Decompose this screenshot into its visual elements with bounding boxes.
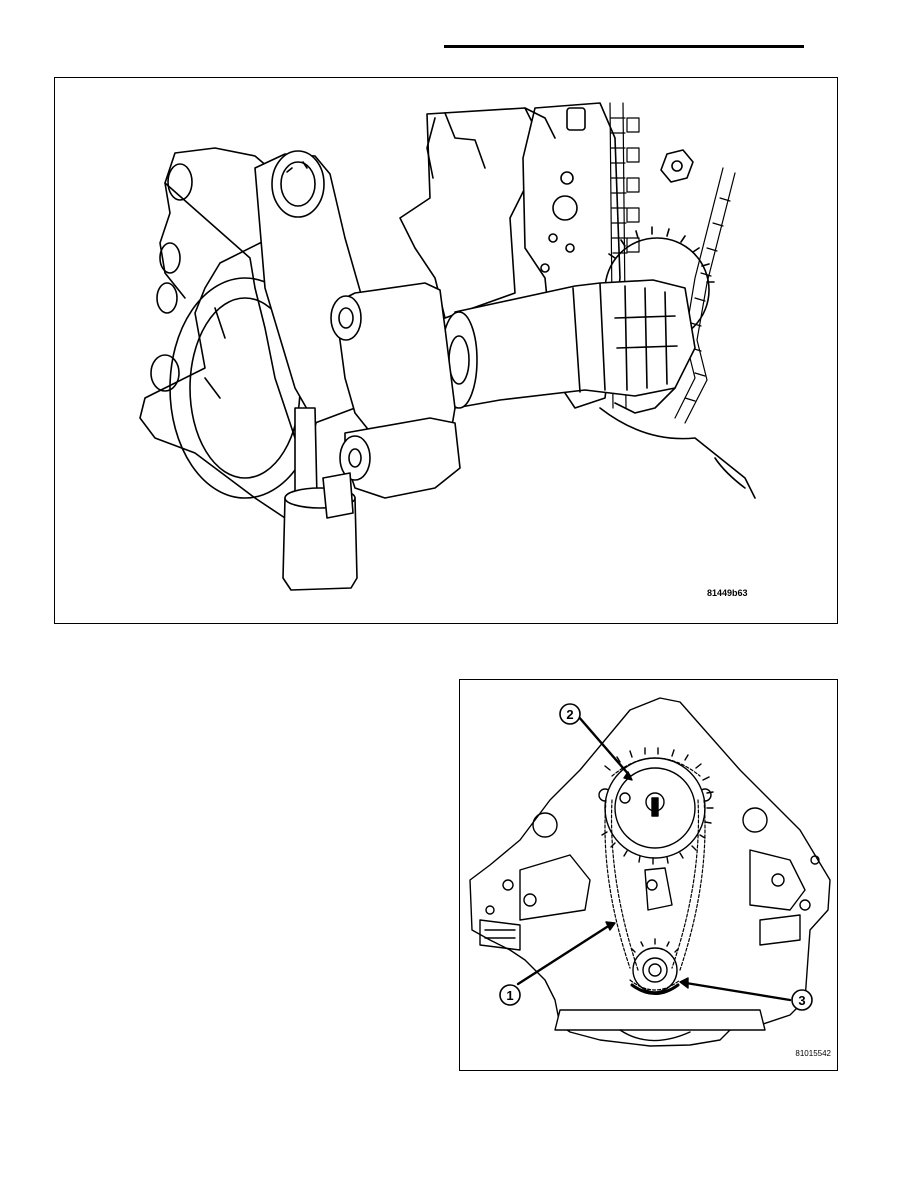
figure-1: 81449b63 bbox=[54, 77, 838, 624]
figure-1-illustration bbox=[139, 102, 756, 591]
callout-1-label: 1 bbox=[506, 988, 513, 1003]
callout-1: 1 bbox=[499, 984, 521, 1006]
figure-2: 2 1 3 81015542 bbox=[459, 679, 838, 1071]
header-rule bbox=[444, 45, 804, 48]
callout-3-label: 3 bbox=[798, 993, 805, 1008]
figure-2-illustration: 2 1 3 bbox=[469, 697, 831, 1047]
callout-3: 3 bbox=[791, 989, 813, 1011]
figure-1-id: 81449b63 bbox=[707, 588, 748, 598]
callout-2-label: 2 bbox=[566, 707, 573, 722]
figure-2-id: 81015542 bbox=[795, 1049, 831, 1058]
callout-2: 2 bbox=[559, 703, 581, 725]
